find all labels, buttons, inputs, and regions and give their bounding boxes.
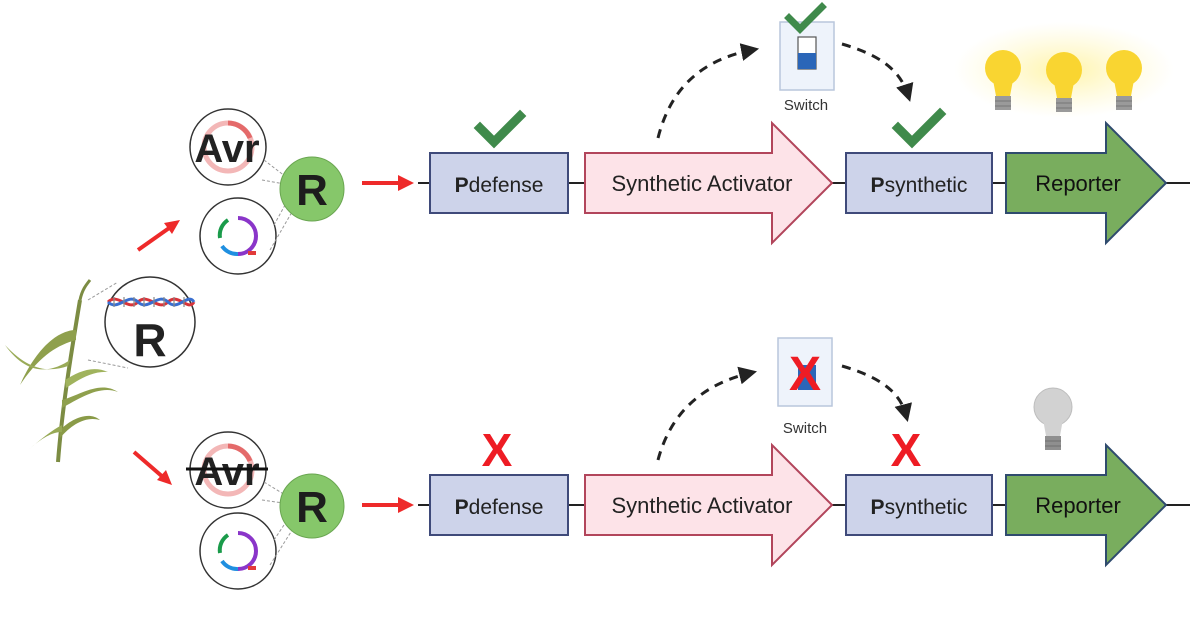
lightbulb-icon (1106, 50, 1142, 110)
psynthetic-box: Psynthetic (845, 152, 993, 214)
dashed-arrow-from-switch (841, 364, 912, 422)
avr-circle-absent: Avr (186, 431, 268, 509)
pdefense-box: Pdefense (429, 474, 569, 536)
r-protein-circle: R (279, 156, 345, 222)
psynthetic-label: Psynthetic (871, 496, 968, 519)
switch-label: Switch (784, 97, 828, 114)
red-arrow-right (362, 175, 414, 191)
reporter-arrow: Reporter (1005, 120, 1168, 246)
cross-icon: X (789, 348, 821, 401)
lightbulb-icon (1046, 52, 1082, 112)
red-arrow-up (136, 220, 180, 252)
cross-icon: X (891, 424, 922, 476)
reporter-label: Reporter (1035, 493, 1121, 518)
dashed-arrow-from-switch (841, 42, 914, 102)
check-icon (891, 107, 947, 149)
r-gene-circle: R (104, 276, 196, 368)
dashed-arrow-to-switch (656, 43, 760, 139)
r-protein-label: R (296, 166, 328, 215)
pdefense-label: Pdefense (455, 174, 544, 197)
psynthetic-label: Psynthetic (871, 174, 968, 197)
zoom-line (87, 281, 119, 301)
r-protein-label: R (296, 483, 328, 532)
plant-icon (5, 279, 118, 463)
r-gene-label: R (133, 314, 166, 366)
lightbulb-icon (985, 50, 1021, 110)
reporter-label: Reporter (1035, 171, 1121, 196)
pdefense-box: Pdefense (429, 152, 569, 214)
cross-icon: X (482, 424, 513, 476)
activator-label: Synthetic Activator (612, 171, 793, 196)
avr-label: Avr (194, 127, 259, 171)
row-bottom: Avr R Pdefense (186, 337, 1190, 590)
switch-icon-off: X Switch (777, 337, 833, 437)
r-protein-circle: R (279, 473, 345, 539)
check-icon (784, 2, 827, 34)
psynthetic-box: Psynthetic (845, 474, 993, 536)
avr-circle: Avr (189, 108, 267, 186)
bulbs-lit (954, 22, 1174, 118)
check-icon (473, 109, 527, 149)
lightbulb-off-icon (1033, 387, 1073, 450)
row-top: Avr R Pdefen (189, 2, 1190, 275)
synthetic-activator-arrow: Synthetic Activator (584, 120, 834, 246)
pdefense-label: Pdefense (455, 496, 544, 519)
plasmid-circle (199, 512, 277, 590)
switch-label: Switch (783, 420, 827, 437)
plasmid-circle (199, 197, 277, 275)
zoom-line (87, 359, 129, 369)
red-arrow-down (132, 450, 172, 485)
switch-icon: Switch (779, 2, 835, 114)
activator-label: Synthetic Activator (612, 493, 793, 518)
synthetic-activator-arrow: Synthetic Activator (584, 442, 834, 568)
dashed-arrow-to-switch (656, 366, 758, 461)
avr-label: Avr (194, 450, 259, 494)
red-arrow-right (362, 497, 414, 513)
reporter-arrow: Reporter (1005, 442, 1168, 568)
